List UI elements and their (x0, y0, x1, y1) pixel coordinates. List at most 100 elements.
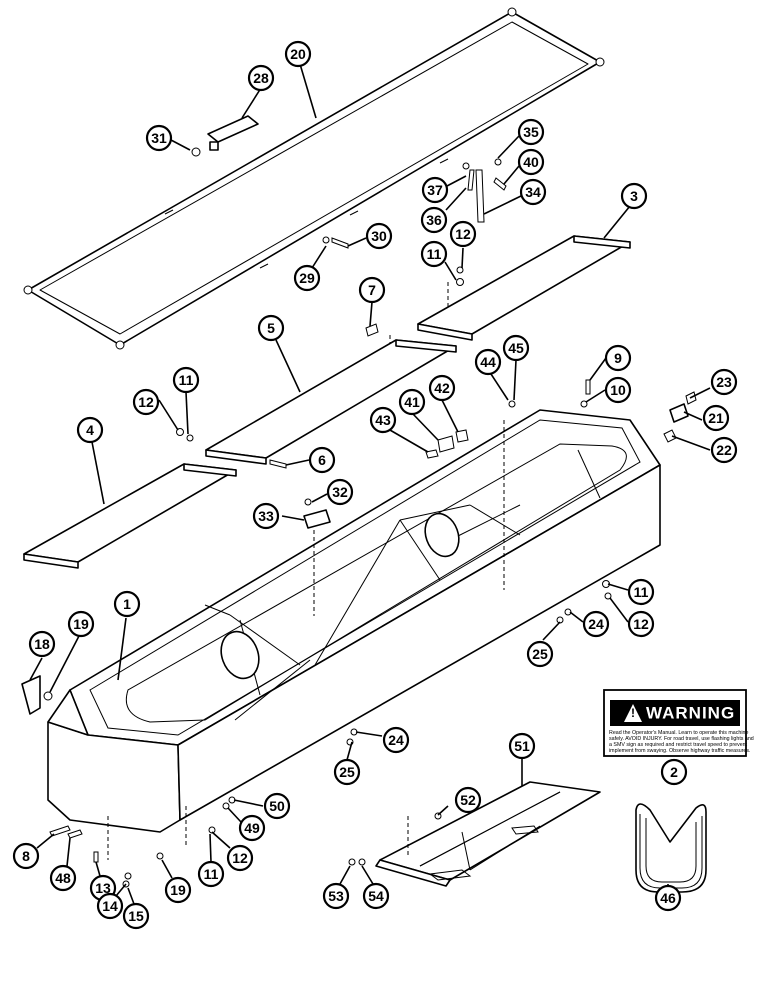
svg-text:3: 3 (630, 188, 638, 204)
callout-4: 4 (76, 416, 104, 444)
callout-1: 1 (113, 590, 141, 618)
svg-text:1: 1 (123, 596, 131, 612)
callout-12c: 12 (627, 610, 655, 638)
warning-line-4: implement from swaying. Observe highway … (609, 748, 751, 754)
warning-title: WARNING (646, 704, 735, 723)
callout-24b: 24 (382, 726, 410, 754)
callout-42: 42 (428, 374, 456, 402)
svg-text:7: 7 (368, 282, 376, 298)
middle-shelf-panel-part (176, 339, 457, 469)
bottom-tray-part (348, 781, 601, 887)
callout-45: 45 (502, 334, 530, 362)
svg-text:11: 11 (204, 866, 219, 882)
callout-50: 50 (263, 792, 291, 820)
callout-34: 34 (519, 178, 547, 206)
callout-23: 23 (710, 368, 738, 396)
callout-20: 20 (284, 40, 312, 68)
svg-text:35: 35 (523, 124, 539, 140)
callout-6: 6 (308, 446, 336, 474)
svg-text:33: 33 (258, 508, 274, 524)
svg-text:25: 25 (339, 764, 355, 780)
callout-24a: 24 (582, 610, 610, 638)
svg-text:32: 32 (332, 484, 348, 500)
callout-54: 54 (362, 882, 390, 910)
callout-3: 3 (620, 182, 648, 210)
svg-text:11: 11 (179, 372, 194, 388)
callout-49: 49 (238, 814, 266, 842)
svg-text:15: 15 (128, 908, 144, 924)
svg-text:9: 9 (614, 350, 622, 366)
callout-14: 14 (96, 892, 124, 920)
callout-36: 36 (420, 206, 448, 234)
callout-53: 53 (322, 882, 350, 910)
warning-line-2: safely. AVOID INJURY. For road travel, u… (609, 736, 754, 742)
callout-30: 30 (365, 222, 393, 250)
svg-text:12: 12 (232, 850, 248, 866)
callout-52: 52 (454, 786, 482, 814)
svg-text:40: 40 (523, 154, 539, 170)
svg-text:22: 22 (716, 442, 732, 458)
svg-text:6: 6 (318, 452, 326, 468)
callout-2: 2 (660, 758, 688, 786)
side-handle-part (21, 675, 41, 715)
bracket-hardware-part (303, 379, 591, 529)
svg-text:49: 49 (244, 820, 260, 836)
svg-text:29: 29 (299, 270, 315, 286)
svg-text:37: 37 (427, 182, 443, 198)
svg-text:18: 18 (34, 636, 50, 652)
svg-text:20: 20 (290, 46, 306, 62)
svg-text:53: 53 (328, 888, 344, 904)
lid-cover-part (23, 7, 605, 350)
callout-44: 44 (474, 348, 502, 376)
svg-text:44: 44 (480, 354, 496, 370)
callout-8: 8 (12, 842, 40, 870)
svg-text:12: 12 (455, 226, 471, 242)
svg-text:13: 13 (95, 880, 111, 896)
svg-text:41: 41 (404, 394, 420, 410)
callout-33: 33 (252, 502, 280, 530)
callout-21: 21 (702, 404, 730, 432)
svg-text:!: ! (631, 706, 635, 720)
callout-40: 40 (517, 148, 545, 176)
svg-text:46: 46 (660, 890, 676, 906)
svg-text:28: 28 (253, 70, 269, 86)
callout-22: 22 (710, 436, 738, 464)
callout-11b: 11 (172, 366, 200, 394)
callout-10: 10 (604, 376, 632, 404)
right-shelf-panel-part (417, 235, 631, 341)
callout-37: 37 (421, 176, 449, 204)
svg-text:12: 12 (633, 616, 649, 632)
warning-line-3: a SMV sign as required and restrict trav… (609, 742, 748, 748)
svg-text:2: 2 (670, 764, 678, 780)
edge-trim-part (635, 803, 707, 893)
callout-29: 29 (293, 264, 321, 292)
callout-48: 48 (49, 864, 77, 892)
callout-28: 28 (247, 64, 275, 92)
svg-text:8: 8 (22, 848, 30, 864)
svg-text:30: 30 (371, 228, 387, 244)
callout-11d: 11 (197, 860, 225, 888)
hopper-box-part (43, 409, 661, 888)
callout-12d: 12 (226, 844, 254, 872)
svg-text:24: 24 (388, 732, 404, 748)
svg-text:11: 11 (427, 246, 442, 262)
callout-31: 31 (145, 124, 173, 152)
svg-text:52: 52 (460, 792, 476, 808)
warning-line-1: Read the Operator's Manual. Learn to ope… (609, 730, 748, 736)
callout-12a: 12 (449, 220, 477, 248)
svg-text:19: 19 (170, 882, 186, 898)
svg-text:34: 34 (525, 184, 541, 200)
lid-handle-part (207, 115, 259, 151)
callout-18: 18 (28, 630, 56, 658)
callout-51: 51 (508, 732, 536, 760)
callout-32: 32 (326, 478, 354, 506)
svg-text:31: 31 (151, 130, 167, 146)
callout-5: 5 (257, 314, 285, 342)
svg-text:51: 51 (514, 738, 530, 754)
svg-text:24: 24 (588, 616, 604, 632)
callout-11c: 11 (627, 578, 655, 606)
callout-25b: 25 (333, 758, 361, 786)
callout-19a: 19 (67, 610, 95, 638)
svg-text:36: 36 (426, 212, 442, 228)
